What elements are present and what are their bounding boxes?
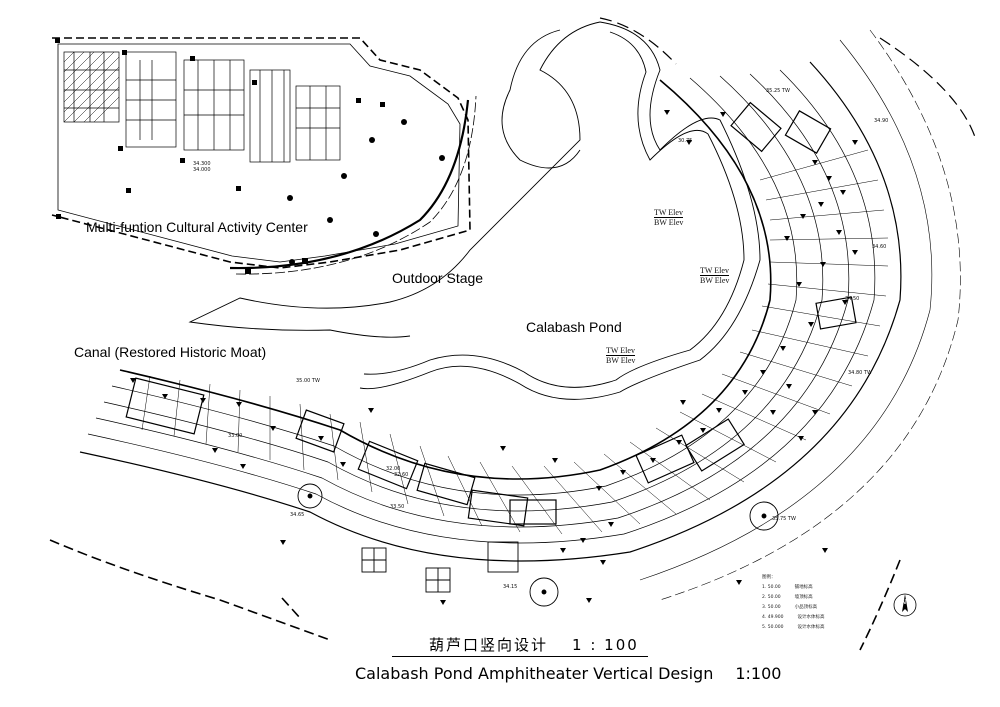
building-hatch [63, 51, 120, 123]
spot-level: 34.000 [193, 167, 211, 173]
building-interior-grid [63, 51, 341, 163]
spot-level: 35.00 TW [296, 378, 320, 384]
title-en-scale: 1:100 [735, 664, 782, 683]
elevation-tag: TW Elev BW Elev [654, 208, 684, 227]
legend-value: 1. 50.00 [762, 585, 781, 590]
spot-level: 34.15 [503, 584, 518, 590]
legend-row: 4. 49.900 设计水体标高 [762, 613, 824, 623]
elevation-tag: TW Elev BW Elev [700, 266, 730, 285]
planter-boxes [125, 101, 857, 527]
building-columns [55, 38, 445, 274]
legend-desc: 小品顶标高 [794, 605, 818, 610]
pond-inner-edge [363, 31, 745, 388]
tw-elev-text: TW Elev [654, 208, 684, 218]
cultural-center-label: Multi-funtion Cultural Activity Center [86, 219, 308, 235]
spot-level: 33.00 [228, 433, 243, 439]
canal-label: Canal (Restored Historic Moat) [74, 344, 267, 360]
site-boundary [49, 539, 901, 651]
title-underline [392, 656, 648, 657]
legend-desc: 铺地标高 [794, 585, 813, 590]
tw-elev-text: TW Elev [606, 346, 636, 356]
amphitheater-terraces [79, 29, 961, 601]
legend-row: 3. 50.00 小品顶标高 [762, 603, 824, 613]
north-label: N [901, 598, 907, 606]
legend-row: 1. 50.00 铺地标高 [762, 583, 824, 593]
spot-level: 34.300 [193, 161, 211, 167]
drawing-title-en: Calabash Pond Amphitheater Vertical Desi… [355, 664, 781, 683]
spot-level: 33.50 [390, 504, 405, 510]
round-features [297, 483, 779, 607]
legend-title: 图例： [762, 575, 776, 580]
legend-desc: 墙顶标高 [794, 595, 813, 600]
spot-level: 34.60 [872, 244, 887, 250]
pond-lobe [501, 29, 581, 169]
spot-level: 35.75 TW [772, 516, 796, 522]
title-cn-text: 葫芦口竖向设计 [429, 636, 549, 654]
bw-elev-text: BW Elev [654, 218, 684, 227]
amphitheater-steps [141, 149, 889, 535]
spot-level: 34.80 TW [848, 370, 872, 376]
bw-elev-text: BW Elev [606, 356, 636, 365]
elevation-tag: TW Elev BW Elev [606, 346, 636, 365]
legend-desc: 设计水体标高 [797, 625, 825, 630]
legend-value: 3. 50.00 [762, 605, 781, 610]
pond-outer-edge [359, 21, 761, 400]
legend-value: 2. 50.00 [762, 595, 781, 600]
spot-level: 34.65 [290, 512, 305, 518]
outdoor-stage-label: Outdoor Stage [392, 270, 484, 286]
drawing-title-cn: 葫芦口竖向设计 1 : 100 [429, 634, 639, 655]
spot-level: 32.00 [386, 466, 401, 472]
legend-value: 4. 49.900 [762, 615, 784, 620]
zone-dash [599, 17, 977, 141]
spot-level: 32.60 [394, 472, 409, 478]
north-arrow-icon: N [892, 592, 918, 618]
legend-value: 5. 50.000 [762, 625, 784, 630]
spot-level: 35.25 TW [766, 88, 790, 94]
legend-row: 2. 50.00 墙顶标高 [762, 593, 824, 603]
tw-elev-text: TW Elev [700, 266, 730, 276]
legend-desc: 设计水体标高 [797, 615, 825, 620]
building-inner-wall [57, 43, 461, 263]
bw-elev-text: BW Elev [700, 276, 730, 285]
spot-level: 34.90 [874, 118, 889, 124]
title-en-text: Calabash Pond Amphitheater Vertical Desi… [355, 664, 714, 683]
outdoor-stage-outline [188, 21, 601, 338]
spot-level: 30.75 [678, 138, 693, 144]
spot-level: 34.50 [845, 296, 860, 302]
title-cn-scale: 1 : 100 [572, 636, 639, 654]
elevation-markers [130, 110, 858, 605]
legend-row: 5. 50.000 设计水体标高 [762, 623, 824, 633]
calabash-pond-label: Calabash Pond [526, 319, 622, 335]
building-curved-facade [229, 99, 470, 270]
legend: 图例： 1. 50.00 铺地标高 2. 50.00 墙顶标高 3. 50.00 小品… [762, 573, 824, 633]
